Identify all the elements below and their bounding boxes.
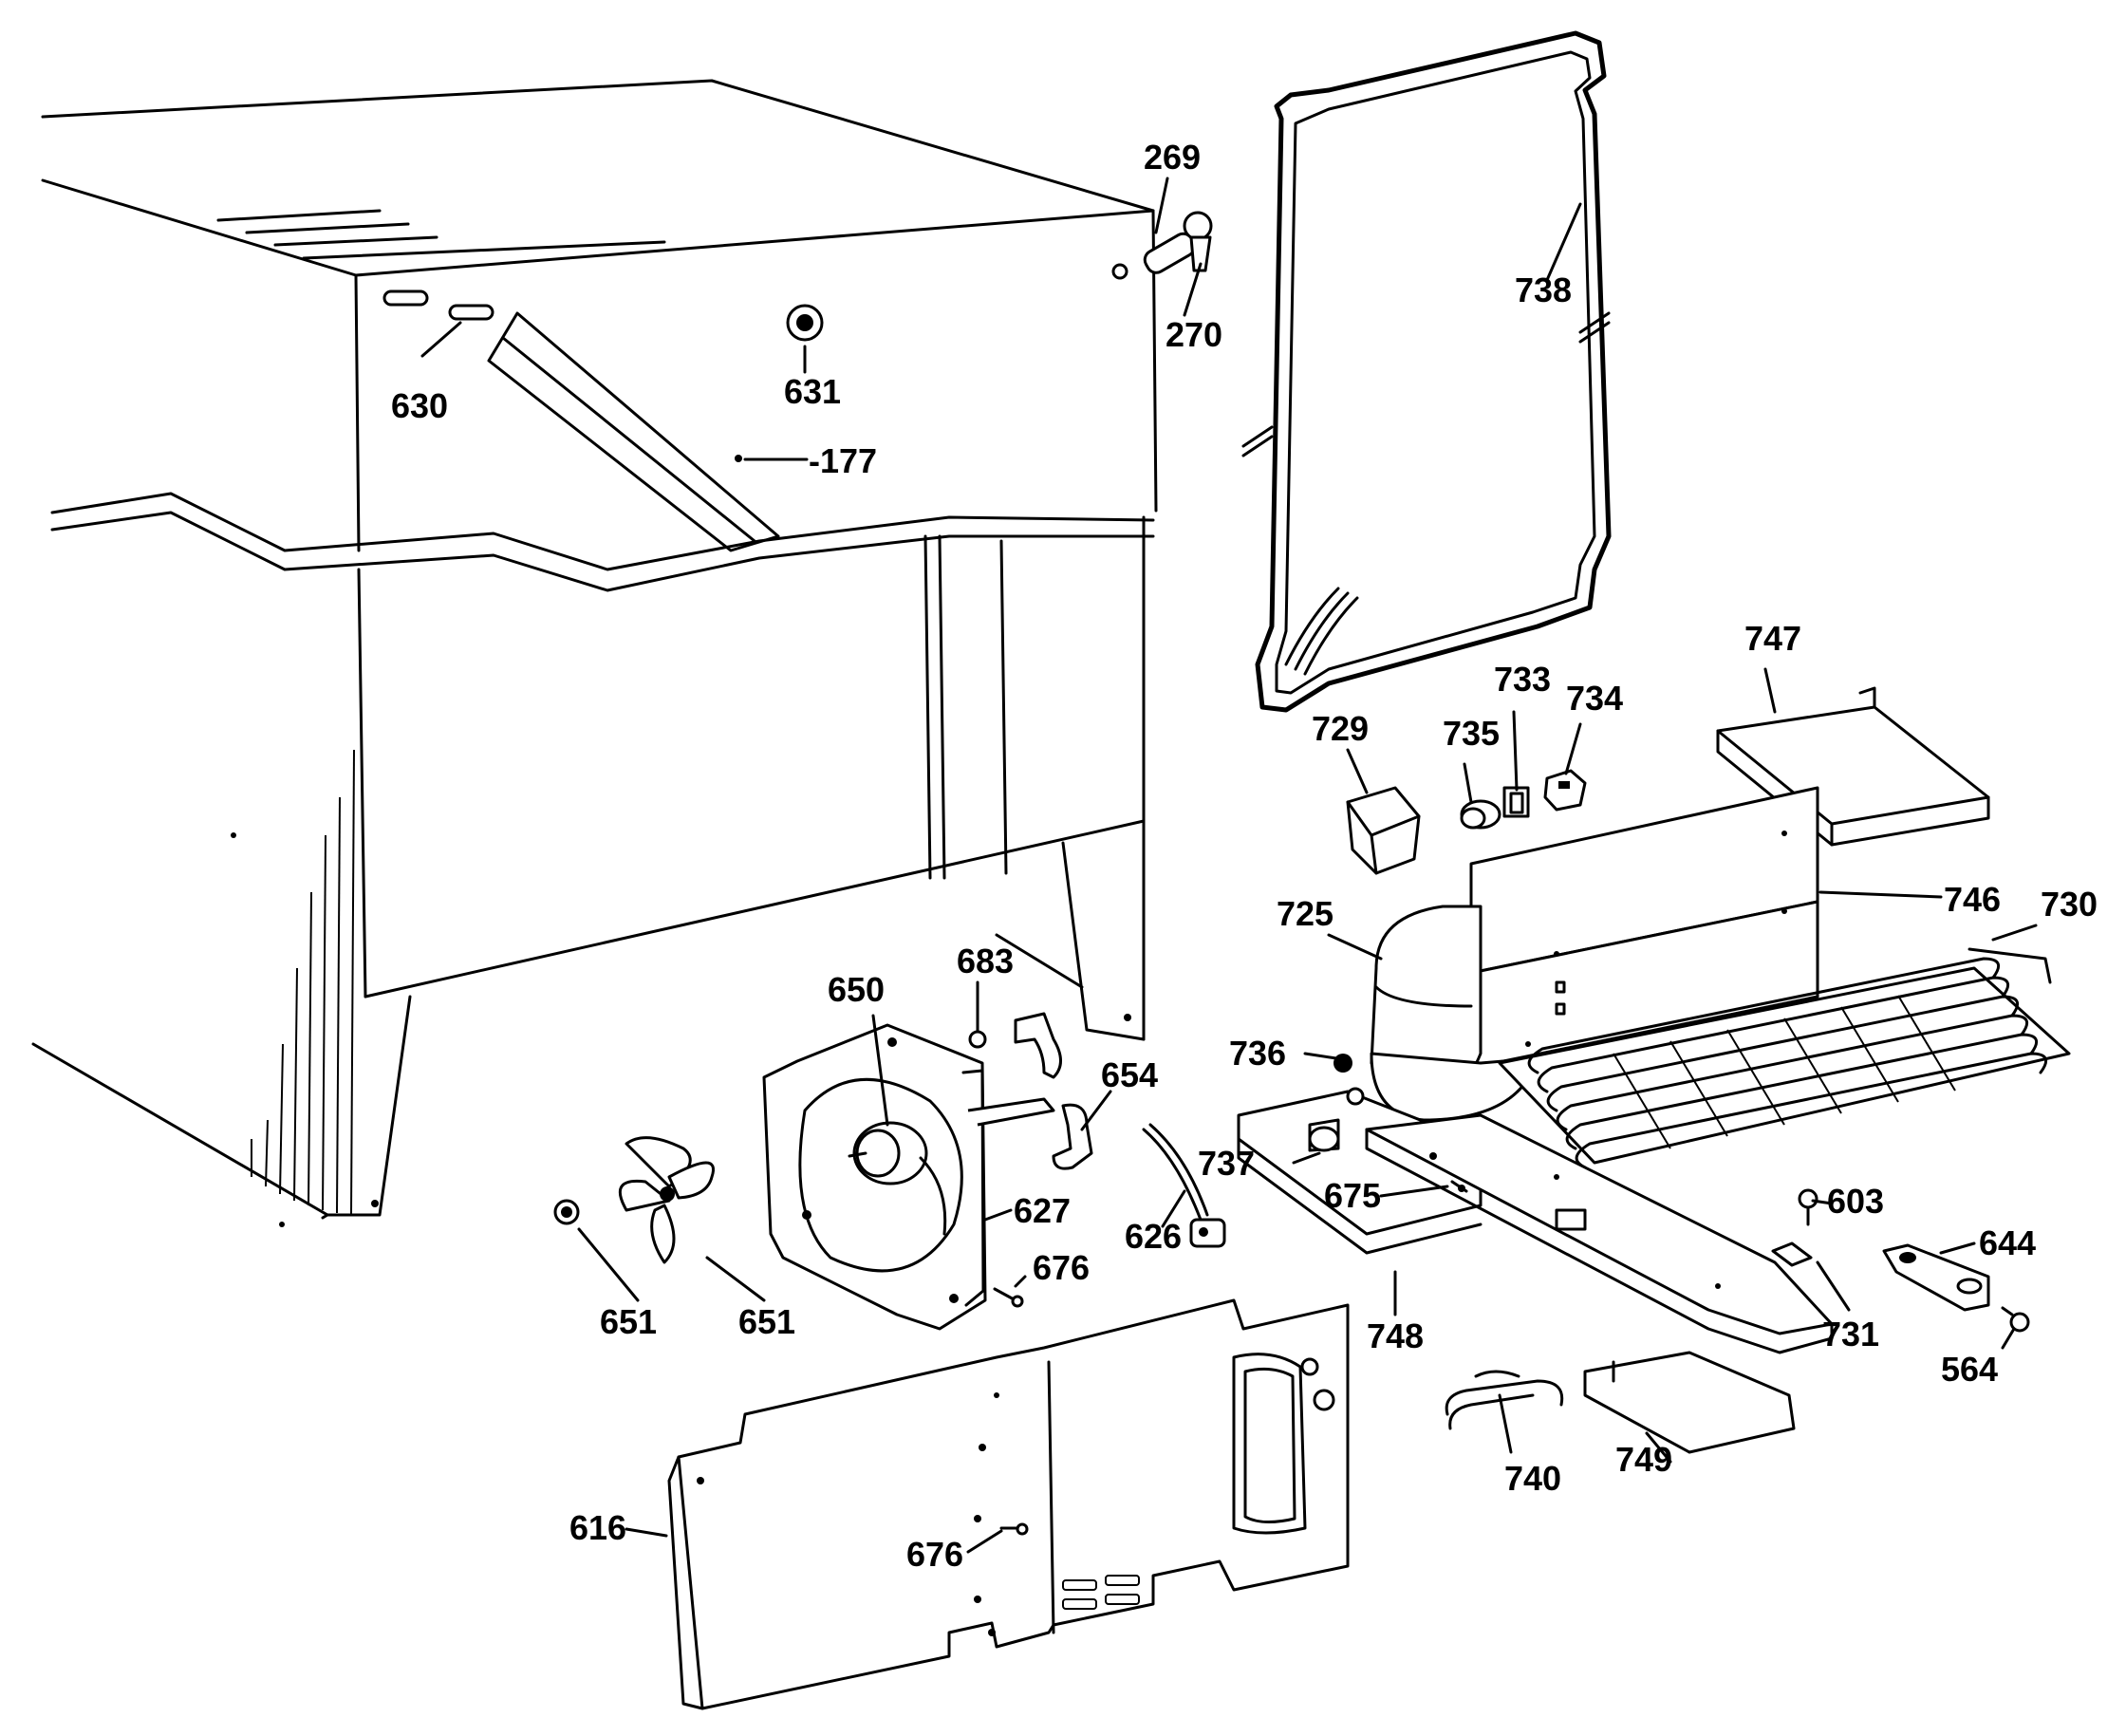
callout-564: 564 <box>1941 1350 1998 1389</box>
capacitor-733 <box>1502 786 1530 818</box>
callout-675: 675 <box>1324 1176 1381 1215</box>
grommet-736 <box>1308 1054 1352 1152</box>
callout-748: 748 <box>1367 1316 1424 1355</box>
callout-177: -177 <box>809 441 877 480</box>
screw-675 <box>1450 1180 1468 1193</box>
callout-631: 631 <box>784 372 841 411</box>
callout-654: 654 <box>1101 1055 1158 1094</box>
callout-269: 269 <box>1144 138 1201 177</box>
door-gasket-738 <box>1241 30 1612 713</box>
clip-654-upper <box>1014 1012 1062 1079</box>
callout-725: 725 <box>1277 894 1333 933</box>
access-cover-616 <box>667 1298 1350 1710</box>
bracket-644 <box>1882 1243 1990 1312</box>
callout-731: 731 <box>1822 1315 1879 1353</box>
callout-746: 746 <box>1944 880 2001 919</box>
leader-lines <box>420 177 2038 1554</box>
callout-651-nut: 651 <box>600 1302 657 1341</box>
callout-630: 630 <box>391 386 448 425</box>
refrigerator-cabinet <box>31 79 1213 1227</box>
callout-738: 738 <box>1515 271 1572 309</box>
motor-bracket <box>967 1097 1055 1127</box>
power-cord-626 <box>1142 1123 1226 1248</box>
callout-627: 627 <box>1014 1191 1071 1230</box>
callout-733: 733 <box>1494 660 1551 699</box>
callout-749: 749 <box>1615 1440 1672 1479</box>
callout-730: 730 <box>2041 885 2098 924</box>
screw-676-cover <box>999 1522 1029 1536</box>
callout-740: 740 <box>1504 1459 1561 1498</box>
overload-735 <box>1460 799 1501 830</box>
clip-731 <box>1771 1241 1813 1267</box>
tube-clip-740 <box>1445 1370 1564 1430</box>
clip-654-lower <box>1052 1103 1093 1170</box>
nut-683 <box>968 1030 987 1049</box>
clip-734 <box>1543 769 1587 812</box>
callout-626: 626 <box>1125 1217 1182 1256</box>
screw-603 <box>1798 1188 1818 1226</box>
nut-651 <box>553 1199 580 1225</box>
callout-644: 644 <box>1979 1223 2036 1262</box>
callout-736: 736 <box>1229 1034 1286 1073</box>
callout-683: 683 <box>957 942 1014 980</box>
callout-737: 737 <box>1198 1144 1255 1183</box>
callout-747: 747 <box>1744 619 1801 658</box>
callout-676-cover: 676 <box>906 1535 963 1574</box>
callout-676-fan: 676 <box>1033 1248 1090 1287</box>
callout-650: 650 <box>828 970 885 1009</box>
fan-blade-651 <box>618 1136 715 1264</box>
callout-729: 729 <box>1312 709 1369 748</box>
drain-pan-749 <box>1583 1351 1796 1454</box>
screw-564 <box>2001 1306 2030 1333</box>
callout-603: 603 <box>1827 1182 1884 1221</box>
callout-616: 616 <box>569 1508 626 1547</box>
relay-729 <box>1346 786 1421 875</box>
screw-676-fan <box>993 1287 1024 1308</box>
fan-motor-650 <box>848 1121 947 1236</box>
callout-651-blade: 651 <box>738 1302 795 1341</box>
callout-270: 270 <box>1166 315 1222 354</box>
callout-734: 734 <box>1566 679 1623 718</box>
compressor-725 <box>1370 905 1539 1141</box>
callout-labels: 269 270 630 631 -177 738 747 729 735 733… <box>391 138 2098 1574</box>
callout-735: 735 <box>1443 714 1500 753</box>
condenser-730 <box>1498 947 2071 1169</box>
